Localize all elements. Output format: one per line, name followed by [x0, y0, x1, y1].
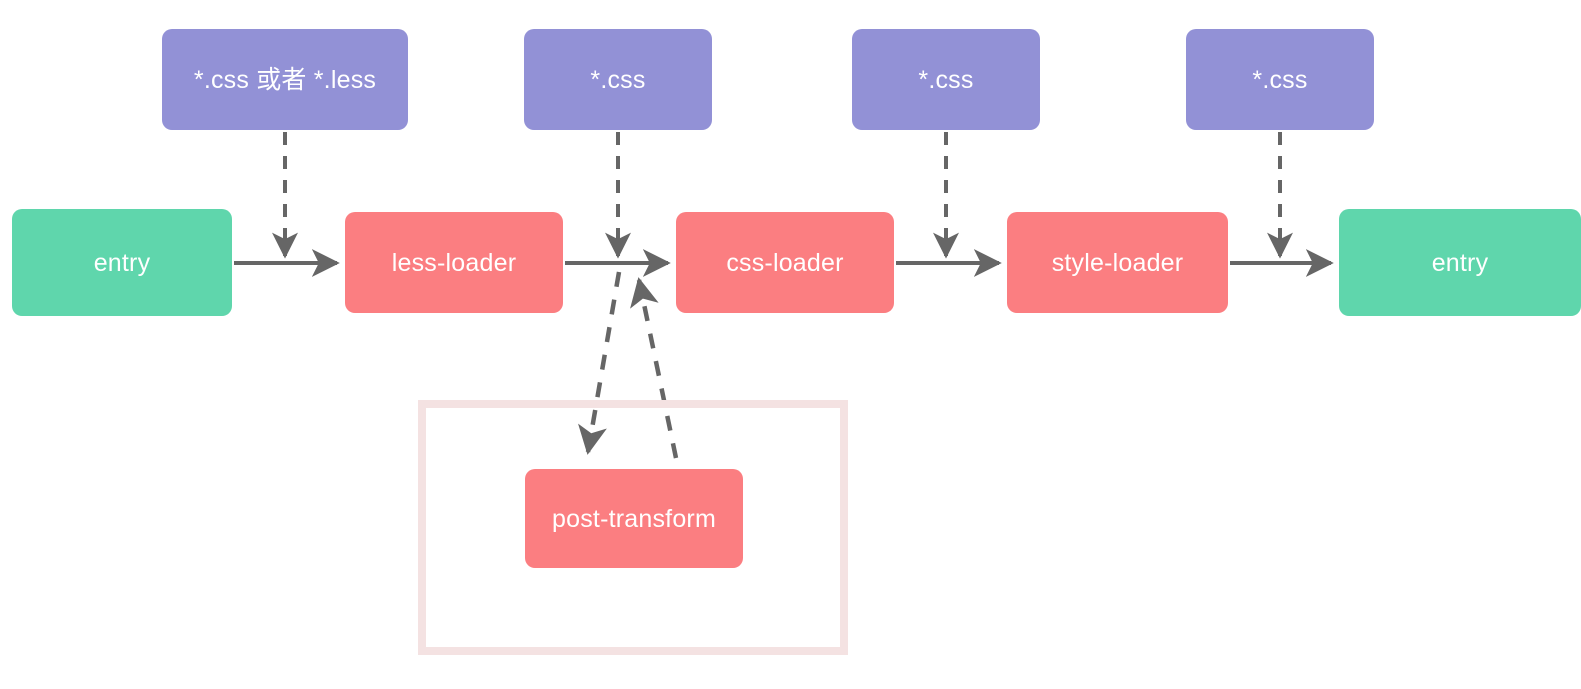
node-style-loader[interactable]: style-loader	[1007, 212, 1228, 313]
node-label: css-loader	[726, 248, 844, 277]
node-label: entry	[93, 248, 151, 277]
node-source-css-1[interactable]: *.css	[524, 29, 712, 130]
node-label: entry	[1431, 248, 1489, 277]
node-label: less-loader	[391, 248, 517, 277]
node-entry-output[interactable]: entry	[1339, 209, 1581, 316]
node-label: post-transform	[552, 504, 716, 533]
node-label: *.css	[1252, 65, 1308, 94]
node-source-css-3[interactable]: *.css	[1186, 29, 1374, 130]
node-source-css-2[interactable]: *.css	[852, 29, 1040, 130]
node-label: *.css	[590, 65, 646, 94]
node-source-css-or-less[interactable]: *.css 或者 *.less	[162, 29, 408, 130]
node-label: *.css 或者 *.less	[193, 65, 377, 94]
node-css-loader[interactable]: css-loader	[676, 212, 894, 313]
node-less-loader[interactable]: less-loader	[345, 212, 563, 313]
node-post-transform[interactable]: post-transform	[525, 469, 743, 568]
node-entry-input[interactable]: entry	[12, 209, 232, 316]
node-label: *.css	[918, 65, 974, 94]
post-transform-group-box	[418, 400, 848, 655]
node-label: style-loader	[1051, 248, 1184, 277]
